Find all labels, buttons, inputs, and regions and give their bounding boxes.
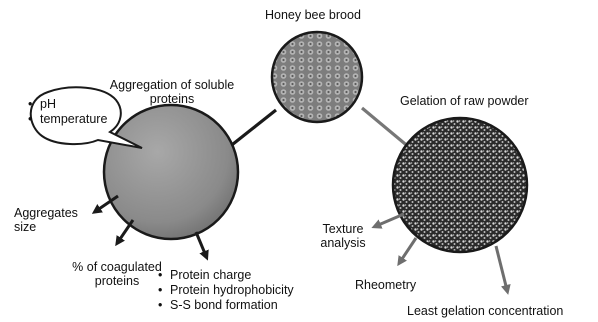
gelation-circle	[393, 118, 527, 252]
least-gelation-label: Least gelation concentration	[407, 304, 563, 318]
coagulated-proteins-label: % of coagulated proteins	[62, 260, 172, 288]
aggregates-size-label: Aggregates size	[14, 206, 78, 234]
aggregation-label-line1: Aggregation of soluble	[98, 78, 246, 92]
callout-item-ph: pH	[28, 97, 107, 112]
coagulated-proteins-line2: proteins	[62, 274, 172, 288]
aggregates-size-line2: size	[14, 220, 78, 234]
aggregation-circle	[104, 105, 238, 239]
aggregates-size-line1: Aggregates	[14, 206, 78, 220]
protein-property-item: S-S bond formation	[158, 298, 294, 313]
gelation-label: Gelation of raw powder	[400, 94, 529, 108]
aggregation-label-line2: proteins	[98, 92, 246, 106]
callout-item-temperature: temperature	[28, 112, 107, 127]
texture-analysis-label: Texture analysis	[310, 222, 376, 250]
arrow-rheometry	[400, 238, 416, 262]
arrow-least-gelation	[496, 246, 507, 290]
texture-analysis-line2: analysis	[310, 236, 376, 250]
connector-right	[362, 108, 410, 148]
aggregation-label: Aggregation of soluble proteins	[98, 78, 246, 106]
protein-property-item: Protein hydrophobicity	[158, 283, 294, 298]
honey-bee-brood-label: Honey bee brood	[265, 8, 361, 22]
coagulated-proteins-line1: % of coagulated	[62, 260, 172, 274]
texture-analysis-line1: Texture	[310, 222, 376, 236]
arrow-protein-properties	[196, 232, 206, 256]
rheometry-label: Rheometry	[355, 278, 416, 292]
arrow-coagulated-proteins	[118, 220, 133, 242]
protein-properties-list: Protein charge Protein hydrophobicity S-…	[158, 268, 294, 313]
callout-list: pH temperature	[28, 97, 107, 127]
protein-property-item: Protein charge	[158, 268, 294, 283]
honey-bee-brood-circle	[272, 32, 362, 122]
arrow-texture-analysis	[376, 214, 404, 226]
connector-left	[228, 110, 276, 148]
